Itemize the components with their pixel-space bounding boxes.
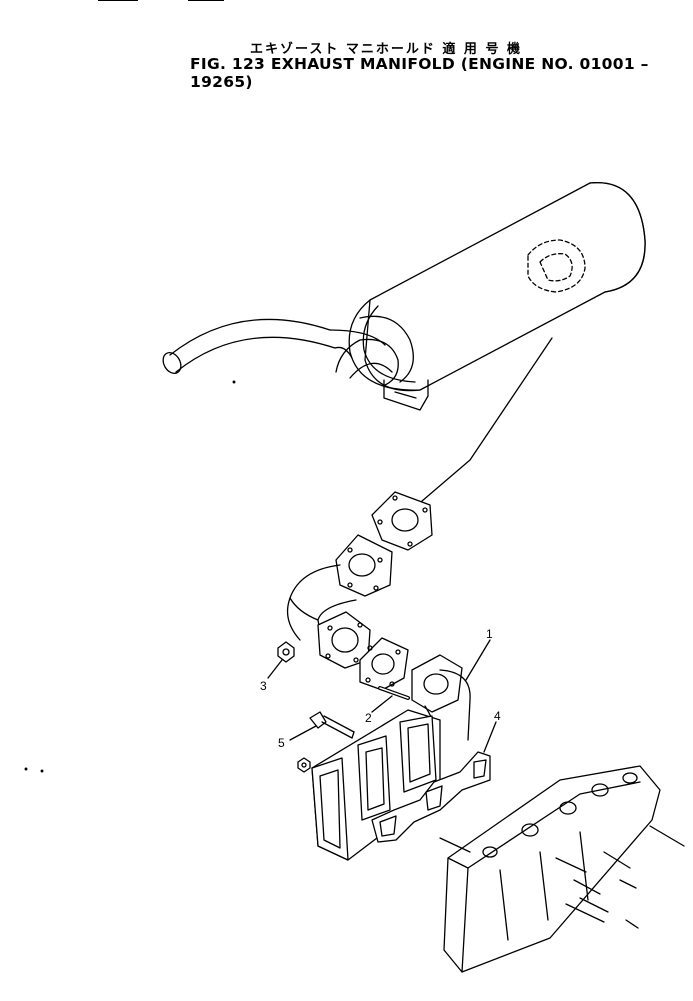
callout-1: 1 bbox=[486, 627, 493, 641]
leader-3 bbox=[267, 659, 283, 679]
callout-4: 4 bbox=[494, 709, 501, 723]
figure-title: FIG. 123 EXHAUST MANIFOLD (ENGINE NO. 01… bbox=[190, 55, 649, 91]
stud-part-2 bbox=[378, 686, 410, 700]
stray-mark bbox=[24, 767, 28, 771]
japanese-title: エキゾースト マニホールド 適 用 号 機 bbox=[250, 42, 522, 57]
leader-muffler bbox=[407, 337, 553, 514]
top-rule-right bbox=[188, 0, 224, 1]
stray-mark bbox=[232, 380, 236, 384]
bolt-part-5 bbox=[309, 711, 355, 739]
callout-3: 3 bbox=[260, 679, 267, 693]
callout-5: 5 bbox=[278, 736, 285, 750]
middle-gasket bbox=[359, 637, 409, 691]
leader-1 bbox=[465, 639, 491, 681]
leader-4 bbox=[483, 721, 497, 753]
callout-2: 2 bbox=[365, 711, 372, 725]
nut-part-3 bbox=[277, 641, 295, 663]
exhaust-manifold-part-1 bbox=[311, 654, 471, 861]
muffler bbox=[162, 181, 646, 411]
manifold-gasket-part-4 bbox=[371, 751, 491, 843]
stray-mark bbox=[40, 769, 44, 773]
leader-5 bbox=[289, 725, 317, 741]
upper-gasket bbox=[371, 491, 433, 551]
leader-2 bbox=[371, 695, 393, 713]
cylinder-head bbox=[439, 765, 685, 973]
small-nut bbox=[297, 757, 311, 773]
top-rule-left bbox=[98, 0, 138, 1]
